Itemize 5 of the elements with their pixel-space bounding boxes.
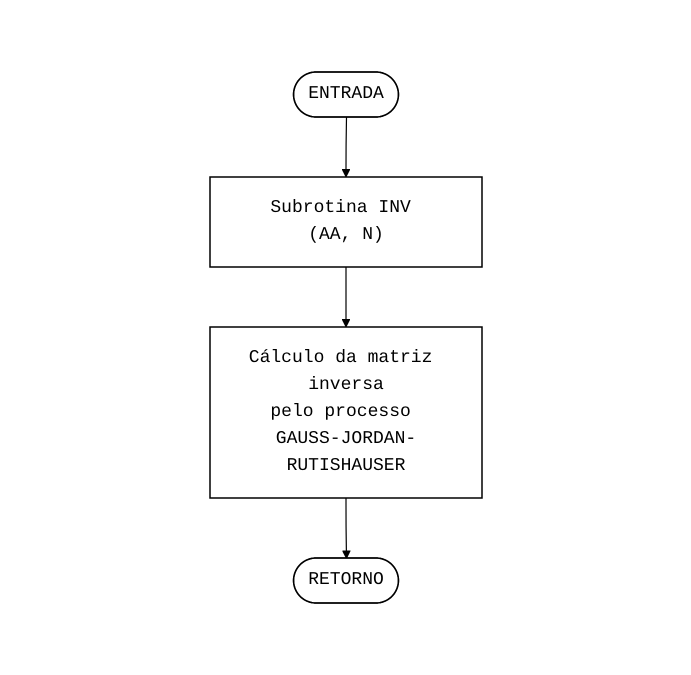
- arrow: [341, 117, 350, 178]
- arrow: [341, 267, 350, 328]
- node-box: Subrotina INV (AA, N): [208, 176, 482, 268]
- arrow: [341, 498, 350, 559]
- node-box: Cálculo da matriz inversa pelo processo GAUSS-JORDAN-RUTISHAUSER: [208, 326, 482, 499]
